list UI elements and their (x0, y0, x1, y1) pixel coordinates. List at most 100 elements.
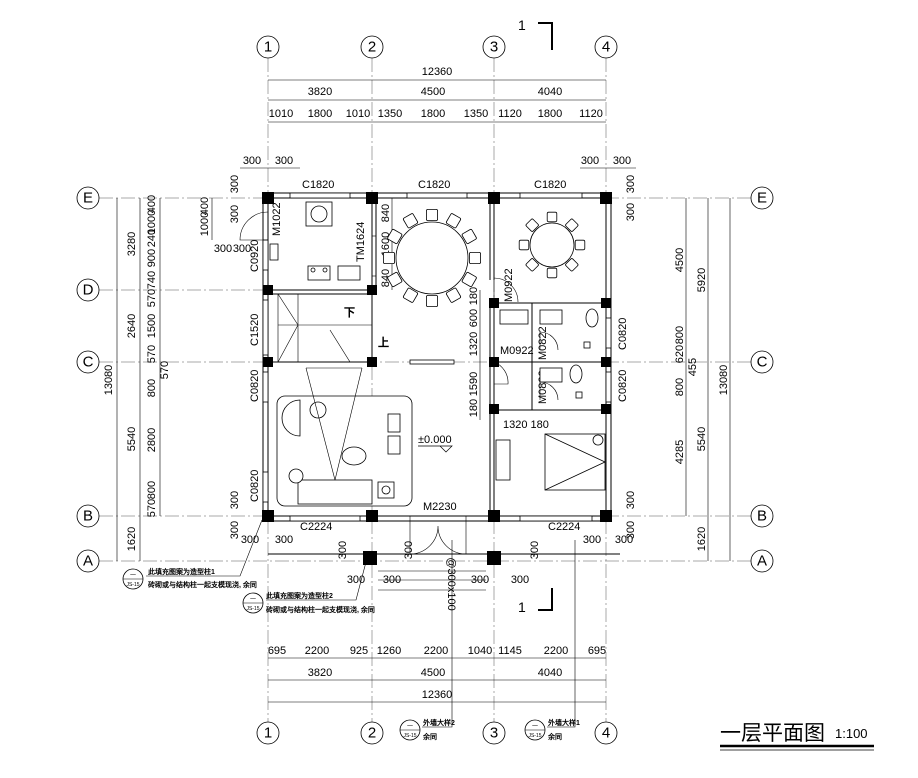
window-label: C2224 (548, 521, 580, 533)
dim-sub: 695 (268, 645, 286, 657)
window-label: C0820 (617, 318, 629, 350)
dim-label: 300 (471, 574, 489, 586)
symbol-text: JS-15 (246, 606, 259, 612)
dim-sub: 2200 (544, 645, 568, 657)
dim-inner: 800 (146, 379, 158, 397)
dim-sub: 925 (350, 645, 368, 657)
dim-label: 300 (403, 541, 415, 559)
chair (574, 239, 586, 251)
axis-2-bottom: 2 (368, 725, 376, 742)
doors (239, 211, 559, 555)
column-note-1: 一 JS-15 此填充图案为造型柱1 砖砌或与结构柱一起支模现浇, 余同 (122, 519, 263, 590)
column-note-2: 一 JS-15 此填充图案为造型柱2 砖砌或与结构柱一起支模现浇, 余同 (242, 561, 375, 614)
dim-label: 300 (241, 534, 259, 546)
chair (525, 258, 539, 272)
dim-label: 180 (468, 287, 480, 305)
window-label: C1820 (418, 179, 450, 191)
symbol-text: 一 (407, 724, 413, 730)
dining-table-large (383, 209, 481, 307)
dim-mid: 2640 (126, 314, 138, 338)
step-spec-label: @300x100 (445, 557, 457, 610)
dim-sub: 1120 (579, 108, 603, 120)
symbol-text: 一 (130, 573, 136, 579)
dim-bay: 4500 (421, 667, 445, 679)
dim-inner: 2800 (146, 428, 158, 452)
dim-inner: 800 (674, 326, 686, 344)
stair-down-label: 下 (344, 307, 355, 319)
dim-label: 300 (383, 574, 401, 586)
dim-kitchen: 1000 (199, 212, 211, 236)
window-label: C2224 (300, 521, 332, 533)
table-top (395, 221, 469, 295)
bedroom-furniture (495, 433, 606, 491)
axis-A-left: A (83, 553, 93, 570)
note-text: 余同 (547, 732, 562, 741)
dim-inner: 570 (146, 345, 158, 363)
dim-label: 300 (615, 534, 633, 546)
dim-sub: 1010 (346, 108, 370, 120)
dim-label: 840 (380, 269, 392, 287)
dim-corner: 300 (229, 175, 241, 193)
axis-3-bottom: 3 (490, 725, 498, 742)
window-label: C0820 (249, 470, 261, 502)
dim-sub: 1800 (421, 108, 445, 120)
structural-columns (262, 192, 612, 565)
axis-D-left: D (83, 282, 94, 299)
chair (546, 267, 558, 279)
dim-label: 1320 (468, 332, 480, 356)
dim-inner: 4500 (674, 248, 686, 272)
table-top (529, 222, 575, 268)
dims-bottom: 695 2200 925 1260 2200 1040 1145 2200 69… (268, 645, 606, 703)
dim-inner: 570 (159, 361, 171, 379)
chair (518, 239, 530, 251)
axis-2-top: 2 (368, 39, 376, 56)
dim-corner: 300 (229, 491, 241, 509)
axis-C-left: C (83, 354, 94, 371)
dim-bay: 4040 (538, 667, 562, 679)
dim-inner: 800 (674, 378, 686, 396)
axis-1-bottom: 1 (264, 725, 272, 742)
dim-label: 300 (337, 541, 349, 559)
symbol-text: JS-15 (528, 733, 541, 739)
dim-inner: 740 (146, 271, 158, 289)
note-text: 余同 (422, 732, 437, 741)
title-text: 一层平面图 (720, 722, 825, 745)
dim-corner: 300 (625, 491, 637, 509)
staircase: 下 上 (277, 293, 389, 363)
dim-label: 1320 180 (503, 419, 549, 431)
dim-total: 12360 (422, 689, 453, 701)
axis-E-left: E (83, 190, 93, 207)
dining-table-small (518, 211, 586, 279)
dim-inner: 400 (146, 195, 158, 213)
axis-A-right: A (757, 553, 767, 570)
dim-label: 300 (583, 534, 601, 546)
dim-mid: 3280 (126, 232, 138, 256)
note-text: 砖砌或与结构柱一起支模现浇, 余同 (266, 605, 375, 614)
axis-lines (99, 58, 751, 722)
note-text: 砖砌或与结构柱一起支模现浇, 余同 (148, 580, 257, 589)
chair (445, 287, 462, 303)
chair (468, 251, 481, 264)
dim-mid: 1620 (126, 527, 138, 551)
drawing-title: 一层平面图 1:100 (720, 722, 874, 751)
dim-sub: 1145 (498, 645, 522, 657)
axis-B-left: B (83, 508, 93, 525)
chair (425, 209, 438, 222)
dim-sub: 1350 (464, 108, 488, 120)
chair (565, 258, 579, 272)
window-label: C1520 (249, 314, 261, 346)
dim-inner: 900 (146, 249, 158, 267)
chair (461, 228, 477, 245)
door-label: M1022 (271, 202, 283, 236)
dim-label: 1590 (468, 372, 480, 396)
door-label: M0822 (537, 326, 549, 360)
dim-sub: 1040 (468, 645, 492, 657)
symbol-text: JS-15 (403, 733, 416, 739)
note-text: 外墙大样1 (548, 718, 580, 727)
dim-inner: 1500 (146, 314, 158, 338)
dim-mid: 5920 (696, 268, 708, 292)
door-label: M0922 (500, 345, 534, 357)
chair (387, 271, 403, 288)
axis-3-top: 3 (490, 39, 498, 56)
dim-corner: 300 (613, 155, 631, 167)
